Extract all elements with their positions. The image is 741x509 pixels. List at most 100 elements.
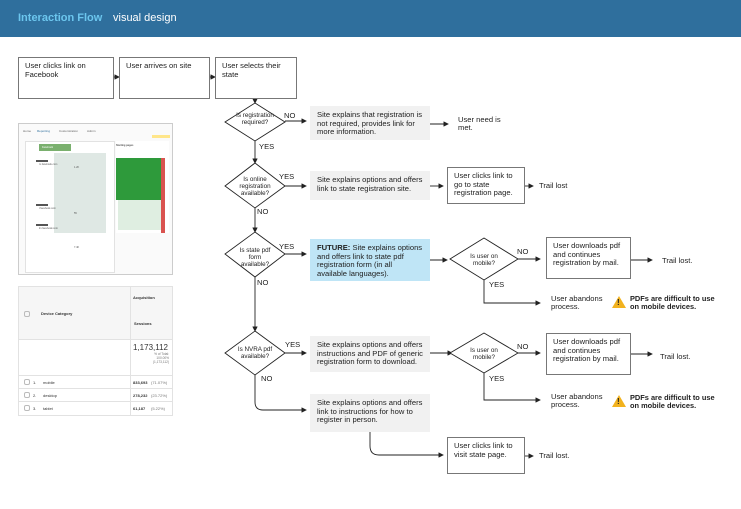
- thumb-tab-admin: Admin: [87, 129, 96, 133]
- thumb-bar-red: [161, 158, 165, 233]
- thumb-highlight: [152, 135, 170, 138]
- decision-d4-shape: [224, 330, 286, 376]
- label-d4m-no: NO: [517, 342, 529, 351]
- thumb-tab-home: Home: [23, 129, 32, 133]
- thumb-row-checkbox: [24, 392, 30, 398]
- label-d2-yes: YES: [279, 172, 295, 181]
- table-row: 3. tablet 61,187 (5.22%): [19, 401, 172, 414]
- thumb-row-name: desktop: [43, 393, 58, 398]
- edge-d3m-yes: [483, 280, 541, 306]
- thumb-row-checkbox: [24, 379, 30, 385]
- box-in-person: Site explains options and offers link to…: [310, 394, 430, 432]
- thumb-row-rank: 1.: [33, 380, 37, 385]
- page-title: Interaction Flow: [18, 12, 103, 24]
- box-nvra-options: Site explains options and offers instruc…: [310, 336, 430, 372]
- label-d2-no: NO: [257, 207, 269, 216]
- d3-warning-text: PDFs are difficult to use on mobile devi…: [630, 294, 715, 312]
- thumb-facebook-badge: Facebook: [39, 144, 71, 151]
- app-header: Interaction Flow visual design: [0, 0, 741, 37]
- thumb-row-pct: (23.72%): [151, 393, 168, 398]
- thumb-col-sessions: Sessions: [134, 321, 152, 326]
- analytics-table-thumbnail: Acquisition Device Category Sessions 1,1…: [18, 286, 173, 416]
- thumb-flow-panel: Facebook m.facebook.com l.facebook.com l…: [25, 141, 115, 273]
- thumb-tab-reporting: Reporting: [37, 129, 51, 133]
- label-d4-yes: YES: [285, 340, 301, 349]
- warning-mark-icon: !: [617, 298, 620, 307]
- thumb-node-1: m.facebook.com: [39, 163, 58, 166]
- edge-d4nobox-click: [369, 432, 444, 458]
- label-d1-no: NO: [284, 111, 296, 120]
- thumb-starting-pages: Starting pages: [116, 141, 169, 233]
- thumb-row-value: 278,232: [133, 393, 148, 398]
- end-d3-trail-lost: Trail lost.: [662, 256, 693, 265]
- decision-d4-mobile: Is user on mobile?: [470, 347, 498, 361]
- edge-d4m-yes: [483, 373, 541, 403]
- label-d3m-yes: YES: [489, 280, 505, 289]
- step-arrives-site: User arrives on site: [119, 57, 210, 99]
- warning-icon: [612, 395, 626, 407]
- thumb-node: [36, 224, 48, 226]
- table-row: 2. desktop 278,232 (23.72%): [19, 388, 172, 401]
- thumb-header-checkbox: [24, 311, 30, 317]
- analytics-flow-thumbnail: Home Reporting Customization Admin Faceb…: [18, 123, 173, 275]
- box-future-state-pdf: FUTURE: Site explains options and offers…: [310, 239, 430, 281]
- warning-mark-icon: !: [617, 397, 620, 406]
- label-d1-yes: YES: [259, 142, 275, 151]
- decision-state-pdf: Is state pdf form available?: [239, 247, 271, 268]
- box-d2-click-link: User clicks link to go to state registra…: [447, 167, 525, 204]
- box-d4-download: User downloads pdf and continues registr…: [546, 333, 631, 375]
- thumb-column-title: Starting pages: [116, 144, 134, 147]
- thumb-value-1: 1.2K: [74, 166, 80, 169]
- future-text: Site explains options and offers link to…: [317, 243, 423, 278]
- decision-d3m-shape: [449, 237, 519, 281]
- decision-d4m-shape: [449, 332, 519, 374]
- thumb-col-separator: [130, 287, 131, 415]
- end-need-met: User need is met.: [458, 115, 501, 133]
- thumb-total-pct-value: 100.00%: [156, 356, 169, 360]
- step-select-state: User selects their state: [215, 57, 297, 99]
- decision-d1-shape: [224, 102, 286, 142]
- label-d3m-no: NO: [517, 247, 529, 256]
- thumb-total: 1,173,112: [133, 343, 168, 352]
- thumb-value-2: 55: [74, 212, 77, 215]
- thumb-tab-customization: Customization: [59, 129, 79, 133]
- label-d3-no: NO: [257, 278, 269, 287]
- thumb-row-name: mobile: [43, 380, 55, 385]
- decision-online-registration: Is online registration available?: [239, 176, 271, 197]
- thumb-badge-text: Facebook: [42, 146, 53, 149]
- warning-icon: [612, 296, 626, 308]
- decision-d3-shape: [224, 231, 286, 278]
- thumb-node-3: lm.facebook.com: [39, 227, 58, 230]
- decision-nvra-pdf: Is NVRA pdf available?: [237, 346, 273, 360]
- thumb-row-rank: 3.: [33, 406, 37, 411]
- thumb-row-value: 833,693: [133, 380, 148, 385]
- thumb-row-rank: 2.: [33, 393, 37, 398]
- thumb-total-pct: % of Total:: [154, 352, 169, 356]
- decision-d2-shape: [224, 162, 286, 209]
- thumb-node-2: l.facebook.com: [39, 207, 56, 210]
- end-d2-trail-lost: Trail lost: [539, 181, 568, 190]
- box-online-options: Site explains options and offers link to…: [310, 171, 430, 200]
- page-subtitle: visual design: [113, 12, 177, 24]
- decision-d3-mobile: Is user on mobile?: [470, 253, 498, 267]
- thumb-group-header: Acquisition: [133, 295, 155, 300]
- label-d4-no: NO: [261, 374, 273, 383]
- thumb-col-device: Device Category: [41, 311, 73, 316]
- thumb-bar-green: [116, 158, 161, 200]
- step-facebook-click: User clicks link on Facebook: [18, 57, 114, 99]
- thumb-node: [36, 160, 48, 162]
- label-d4m-yes: YES: [489, 374, 505, 383]
- thumb-value-3: 7.4K: [74, 246, 80, 249]
- d3-abandon: User abandons process.: [551, 294, 603, 312]
- box-d4-click-link: User clicks link to visit state page.: [447, 437, 525, 474]
- d4-warning-text: PDFs are difficult to use on mobile devi…: [630, 393, 715, 411]
- thumb-table-header: [19, 287, 172, 340]
- thumb-row-pct: (71.07%): [151, 380, 168, 385]
- future-label: FUTURE:: [317, 243, 351, 252]
- thumb-row-name: tablet: [43, 406, 53, 411]
- end-d4-trail-lost: Trail lost.: [660, 352, 691, 361]
- table-row: 1. mobile 833,693 (71.07%): [19, 375, 172, 388]
- box-not-required: Site explains that registration is not r…: [310, 106, 430, 140]
- thumb-row-pct: (5.22%): [151, 406, 166, 411]
